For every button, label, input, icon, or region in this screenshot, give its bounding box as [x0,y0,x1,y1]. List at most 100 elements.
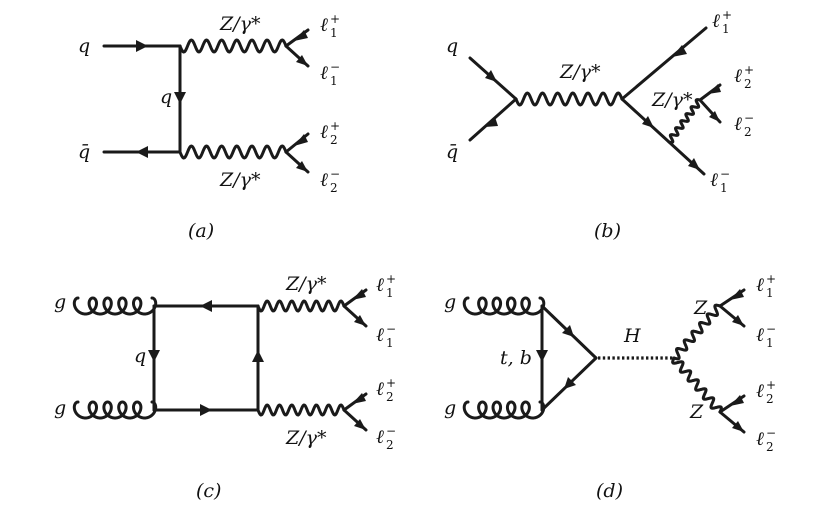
lepton-label: ℓ+1 [320,12,340,40]
lepton-charge: + [766,272,776,286]
caption-b: (b) [594,220,621,242]
lepton-label: ℓ−1 [710,167,730,195]
lepton-line [620,97,706,176]
boson-label: Z/γ* [285,427,327,449]
lepton-generation: 1 [720,181,728,195]
z-boson-label: Z [693,297,708,319]
arrow-icon [732,315,744,326]
diagram-a: q q q̄ Z/γ* Z/γ* ℓ+1 ℓ−1 ℓ+2 ℓ−2 (a) [78,12,340,242]
caption-c: (c) [196,480,221,502]
gluon-line-lower [462,400,546,420]
lepton-generation: 2 [766,440,774,454]
lepton-charge: + [330,119,340,133]
lepton-label: ℓ−2 [320,167,340,195]
lepton-charge: − [386,322,396,336]
lepton-label: ℓ+1 [376,272,396,300]
lepton-symbol: ℓ [376,324,384,346]
arrow-icon [174,92,186,104]
lepton-generation: 1 [330,26,338,40]
lepton-symbol: ℓ [320,14,328,36]
lepton-generation: 2 [766,392,774,406]
lepton-generation: 2 [330,181,338,195]
gluon-label: g [54,397,66,419]
gluon-label: g [444,291,456,313]
boson-label: Z/γ* [285,273,327,295]
lepton-charge: + [744,63,754,77]
boson-wave [514,91,624,107]
gluon-line-lower [72,400,158,420]
lepton-label: ℓ−1 [756,322,776,350]
arrow-icon [730,395,744,406]
arrow-icon [672,45,687,57]
arrow-icon [485,70,497,82]
higgs-label: H [623,325,641,347]
lepton-charge: + [386,376,396,390]
arrow-icon [294,134,308,146]
lepton-generation: 1 [722,22,730,36]
lepton-generation: 1 [386,286,394,300]
lepton-generation: 1 [766,336,774,350]
lepton-symbol: ℓ [712,10,720,32]
arrow-icon [136,146,148,158]
lepton-symbol: ℓ [376,274,384,296]
lepton-label: ℓ+1 [756,272,776,300]
quark-label: q [160,86,172,108]
lepton-symbol: ℓ [710,169,718,191]
arrow-icon [148,350,160,362]
arrow-icon [564,377,576,389]
boson-label: Z/γ* [219,13,261,35]
lepton-generation: 1 [386,336,394,350]
gluon-line-upper [72,296,158,316]
arrow-icon [294,30,308,41]
boson-label: Z/γ* [219,169,261,191]
lepton-charge: + [766,378,776,392]
boson-label: Z/γ* [651,89,693,111]
lepton-charge: − [330,167,340,181]
lepton-generation: 2 [386,390,394,404]
arrow-icon [354,419,366,430]
lepton-label: ℓ−1 [376,322,396,350]
boson-wave-lower [256,403,346,417]
lepton-generation: 2 [386,438,394,452]
antiquark-label: q̄ [78,141,90,163]
arrow-icon [200,300,212,312]
diagram-d: g g t, b H Z Z ℓ+1 ℓ−1 ℓ+2 ℓ−2 (d) [444,272,776,502]
quark-label: q [78,35,90,57]
lepton-symbol: ℓ [734,65,742,87]
arrow-icon [352,393,366,404]
boson-wave-lower [178,144,288,160]
lepton-label: ℓ−2 [376,424,396,452]
z-boson-wave-upper [672,303,722,361]
gluon-label: g [444,397,456,419]
z-boson-label: Z [689,401,704,423]
arrow-icon [352,289,366,300]
lepton-symbol: ℓ [320,62,328,84]
z-boson-wave-lower [671,356,723,414]
lepton-charge: − [744,111,754,125]
arrow-icon [562,325,574,337]
lepton-label: ℓ+2 [320,119,340,147]
arrow-icon [688,158,700,170]
lepton-label: ℓ−2 [734,111,754,139]
lepton-charge: + [386,272,396,286]
lepton-symbol: ℓ [756,380,764,402]
arrow-icon [536,350,548,362]
arrow-icon [296,161,308,172]
lepton-charge: − [386,424,396,438]
quark-label: q [446,35,458,57]
lepton-label: ℓ+1 [712,8,732,36]
lepton-line [620,26,708,101]
lepton-charge: + [330,12,340,26]
lepton-label: ℓ+2 [376,376,396,404]
lepton-symbol: ℓ [756,428,764,450]
boson-wave-upper [178,38,288,54]
boson-wave-radiated [667,98,702,144]
lepton-generation: 1 [766,286,774,300]
lepton-label: ℓ−1 [320,60,340,88]
lepton-symbol: ℓ [376,378,384,400]
lepton-label: ℓ+2 [734,63,754,91]
arrow-icon [730,289,744,300]
arrow-icon [642,116,654,128]
caption-d: (d) [596,480,623,502]
diagram-b: q q̄ Z/γ* Z/γ* ℓ+1 ℓ+2 ℓ−2 ℓ−1 (b) [446,8,754,242]
